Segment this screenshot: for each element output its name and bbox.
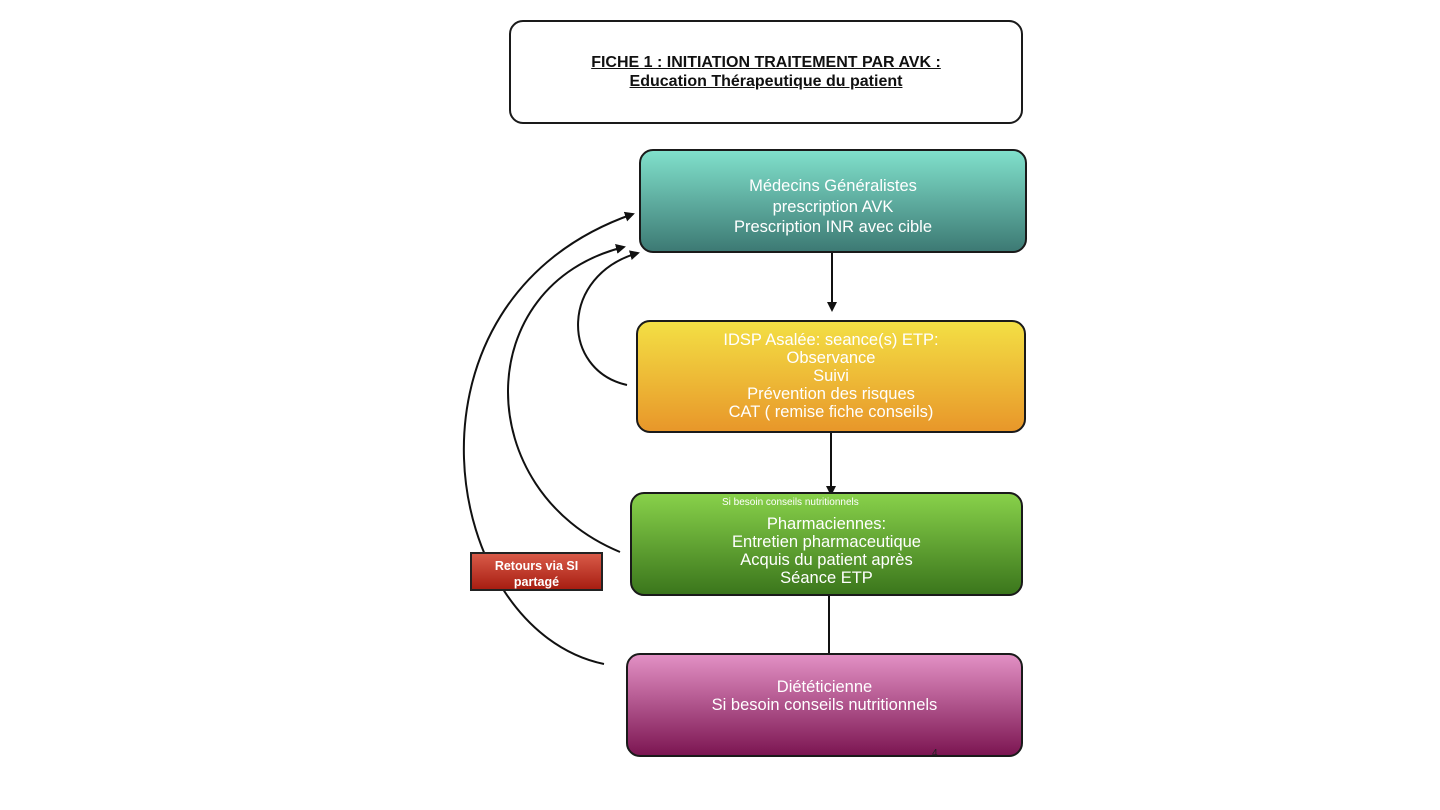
title-box: FICHE 1 : INITIATION TRAITEMENT PAR AVK … (509, 20, 1023, 124)
box-medecins-generalistes: Médecins Généralistes prescription AVK P… (639, 149, 1027, 253)
feedback-line2: partagé (513, 575, 560, 589)
page-number: 4 (932, 748, 938, 759)
feedback-arrow-idsp (577, 250, 640, 386)
box-pharmaciennes: Pharmaciennes: Entretien pharmaceutique … (630, 492, 1023, 596)
box-line: Si besoin conseils nutritionnels (711, 696, 938, 714)
box-idsp-asalee: IDSP Asalée: seance(s) ETP: Observance S… (636, 320, 1026, 433)
box-line: Pharmaciennes: (766, 515, 887, 533)
feedback-line1: Retours via SI (494, 559, 579, 573)
box-line: Médecins Généralistes (749, 177, 917, 195)
box-line: CAT ( remise fiche conseils) (728, 403, 934, 421)
box-line: IDSP Asalée: seance(s) ETP: (723, 331, 939, 349)
box-line: Prescription INR avec cible (733, 218, 933, 236)
box-line: Suivi (813, 367, 849, 385)
box-line: Diététicienne (776, 678, 873, 696)
feedback-arrow-dieteticienne (463, 211, 635, 665)
feedback-arrow-pharma (507, 244, 626, 553)
box-line: Prévention des risques (747, 385, 915, 403)
overlay-text: Si besoin conseils nutritionnels (722, 497, 859, 508)
box-dieteticienne: Diététicienne Si besoin conseils nutriti… (626, 653, 1023, 757)
title-line1: FICHE 1 : INITIATION TRAITEMENT PAR AVK … (591, 54, 941, 71)
box-line: prescription AVK (772, 197, 894, 216)
feedback-label: Retours via SI partagé (470, 552, 603, 591)
box-line: Observance (786, 349, 876, 367)
box-line: Séance ETP (780, 569, 873, 587)
title-line2: Education Thérapeutique du patient (629, 73, 903, 90)
box-line: Acquis du patient après (740, 551, 913, 569)
box-line: Entretien pharmaceutique (732, 533, 921, 551)
